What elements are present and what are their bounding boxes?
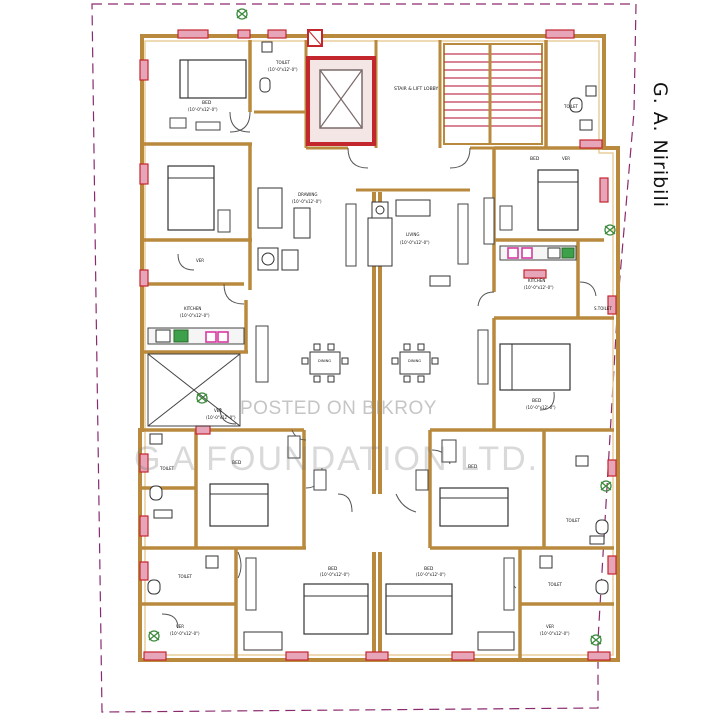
verandah-right-bottom-dimension: (10'-0"x12'-0") <box>540 631 570 636</box>
bottom-cabinet-left <box>245 557 257 611</box>
toilet-1: TOILET (10'-0"x12'-0") <box>259 41 298 93</box>
verandah-left-mid-dimension: (10'-0"x12'-0") <box>206 415 236 420</box>
building-title: G. A. Niribili <box>649 81 671 209</box>
verandah-right-mid-label: VER <box>562 156 570 161</box>
bed-room-4-dimension: (10'-0"x12'-0") <box>526 405 556 410</box>
plant-icon <box>590 634 602 646</box>
bed-room-7-label: BED <box>328 566 338 572</box>
bed-room-6-label: BED <box>468 464 478 470</box>
verandah-left-bottom-dimension: (10'-0"x12'-0") <box>170 631 200 636</box>
bed-room-1-dimension: (10'-0"x12'-0") <box>188 107 218 112</box>
drawing-label: DRAWING <box>298 192 317 197</box>
plant-icon <box>236 8 248 20</box>
toilet-3-label: TOILET <box>159 466 175 471</box>
bed-room-8-dimension: (10'-0"x12'-0") <box>416 572 446 577</box>
verandah-left-top-label: VER <box>196 258 204 263</box>
left-cabinet <box>345 203 357 267</box>
stair <box>443 43 543 145</box>
kitchen-left-label: KITCHEN <box>184 306 201 311</box>
bottom-cabinet-right <box>503 557 515 611</box>
kitchen-right: KITCHEN (10'-0"x12'-0") <box>499 245 577 290</box>
living-dimension: (10'-0"x12'-0") <box>400 240 430 245</box>
lift <box>306 56 376 146</box>
plant-icon <box>196 392 208 404</box>
bed-room-1: BED (10'-0"x12'-0") <box>169 59 247 131</box>
toilet-4: TOILET <box>565 455 609 545</box>
bed-room-2 <box>167 165 231 233</box>
bed-room-1-label: BED <box>202 100 212 106</box>
drawing-room: DRAWING (10'-0"x12'-0") <box>257 187 322 271</box>
verandah-right-bottom-label: VER <box>546 624 554 629</box>
verandah-left-bottom-label: VER <box>176 624 184 629</box>
bed-room-5-label: BED <box>232 460 242 466</box>
right-cabinet <box>457 203 469 265</box>
left-cabinet-3 <box>255 325 269 383</box>
verandah-left-top: VER <box>196 258 204 263</box>
kitchen-right-dimension: (10'-0"x12'-0") <box>524 285 554 290</box>
dining-right: DINING <box>391 343 439 383</box>
toilet-2: TOILET <box>563 85 597 131</box>
drawing-dimension: (10'-0"x12'-0") <box>292 199 322 204</box>
bed-room-8: BED (10'-0"x12'-0") <box>385 566 515 651</box>
stair-lobby-label: STAIR & LIFT LOBBY <box>394 86 438 92</box>
bed-room-4: BED (10'-0"x12'-0") <box>499 343 571 410</box>
verandah-left-mid-label: VER <box>214 408 222 413</box>
toilet-4-label: TOILET <box>565 518 581 523</box>
duct-cross <box>307 29 323 47</box>
interior-walls-left <box>140 40 306 660</box>
toilet-5-label: TOILET <box>177 574 193 579</box>
toilet-3: TOILET <box>149 433 175 519</box>
bed-room-3-label: BED <box>530 156 540 162</box>
dining-left: DINING <box>301 343 349 383</box>
plant-icon <box>600 480 612 492</box>
toilet-1-label: TOILET <box>275 60 291 65</box>
dining-right-label: DINING <box>408 359 421 363</box>
toilet-6-label: TOILET <box>547 582 563 587</box>
bed-room-5: BED <box>209 435 327 527</box>
void-left <box>147 353 241 427</box>
bed-room-6: BED <box>415 439 509 527</box>
plant-icon <box>148 630 160 642</box>
toilet-2-label: TOILET <box>563 104 579 109</box>
right-cabinet-2 <box>483 197 495 245</box>
toilet-1-dimension: (10'-0"x12'-0") <box>268 67 298 72</box>
bed-room-4-label: BED <box>532 398 542 404</box>
living-label: LIVING <box>406 232 419 237</box>
toilet-5: TOILET <box>147 555 219 595</box>
dining-left-label: DINING <box>318 359 331 363</box>
kitchen-left-dimension: (10'-0"x12'-0") <box>180 313 210 318</box>
bed-room-3: BED <box>499 156 579 231</box>
kitchen-left: KITCHEN (10'-0"x12'-0") <box>147 306 245 345</box>
servant-toilet-right: S.TOILET <box>594 306 612 311</box>
bed-room-7: BED (10'-0"x12'-0") <box>243 566 369 651</box>
plot-boundary <box>91 3 637 713</box>
kitchen-right-label: KITCHEN <box>528 278 545 283</box>
bed-room-8-label: BED <box>424 566 434 572</box>
windows <box>139 29 617 661</box>
verandah-left-mid: VER (10'-0"x12'-0") <box>206 408 236 420</box>
toilet-6: TOILET <box>539 555 609 595</box>
bed-room-7-dimension: (10'-0"x12'-0") <box>320 572 350 577</box>
plant-icons <box>148 8 616 646</box>
plant-icon <box>604 224 616 236</box>
living-room: LIVING (10'-0"x12'-0") <box>367 199 451 287</box>
right-cabinet-3 <box>477 329 489 385</box>
